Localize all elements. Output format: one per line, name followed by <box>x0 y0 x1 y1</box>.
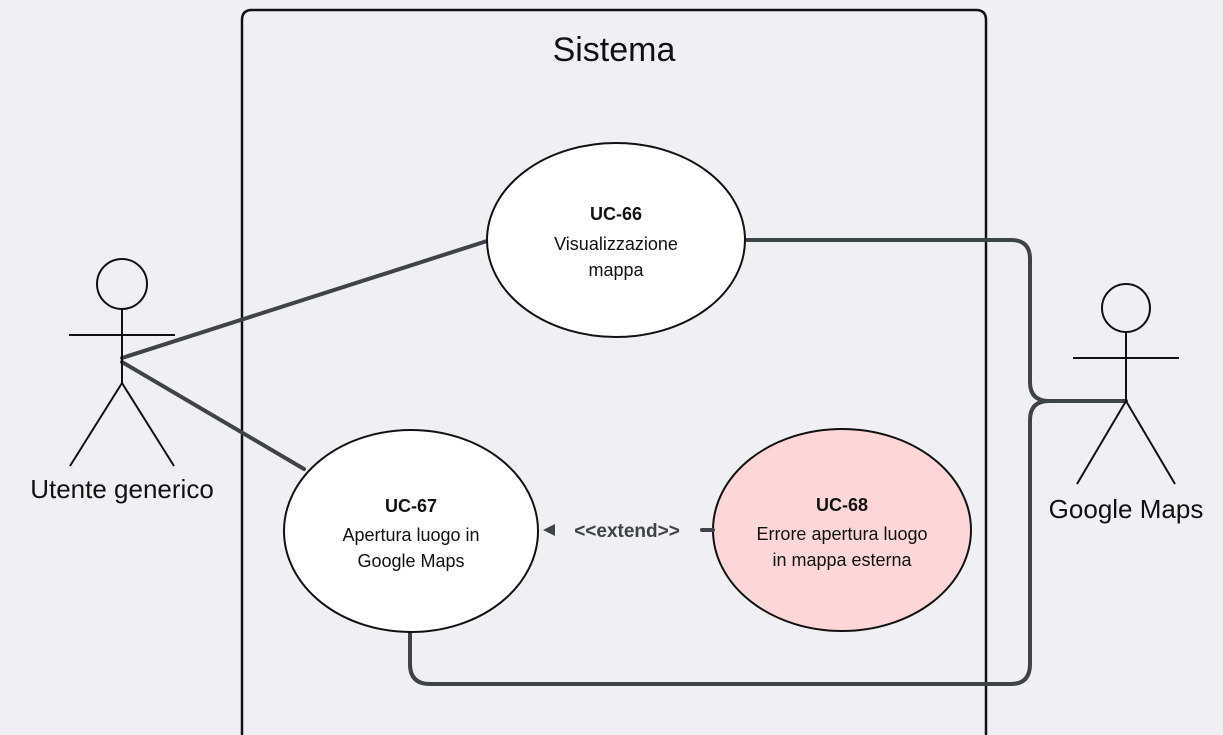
actor-label: Utente generico <box>30 474 214 504</box>
use-case-uc67-line2: Google Maps <box>357 551 464 571</box>
association-utente-uc67 <box>120 360 306 471</box>
use-case-uc68-id: UC-68 <box>816 495 868 515</box>
actor-leg-left <box>1076 400 1127 485</box>
use-case-uc66-line1: Visualizzazione <box>554 234 678 254</box>
use-case-uc66-shape <box>486 142 746 338</box>
extend-relation: <<extend>> <box>543 521 715 542</box>
system-title: Sistema <box>553 31 676 69</box>
actor-label: Google Maps <box>1049 494 1204 524</box>
use-case-uc68[interactable]: UC-68 Errore apertura luogo in mappa est… <box>712 428 972 632</box>
use-case-uc67-line1: Apertura luogo in <box>342 525 479 545</box>
association-uc66-google <box>743 238 1128 403</box>
actor-leg-right <box>1125 400 1176 485</box>
extend-arrowhead-icon <box>543 524 555 536</box>
use-case-uc67[interactable]: UC-67 Apertura luogo in Google Maps <box>283 429 539 633</box>
association-uc67-google <box>408 399 1051 686</box>
use-case-uc66[interactable]: UC-66 Visualizzazione mappa <box>486 142 746 338</box>
actor-utente-generico[interactable]: Utente generico <box>30 258 214 504</box>
actor-google-maps[interactable]: Google Maps <box>1049 283 1204 524</box>
actor-head-icon <box>96 258 148 310</box>
association-utente-uc66 <box>120 239 489 360</box>
actor-leg-right <box>121 382 175 467</box>
use-case-uc68-line2: in mappa esterna <box>772 550 912 570</box>
actor-leg-left <box>69 382 123 467</box>
use-case-uc66-line2: mappa <box>588 260 644 280</box>
use-case-uc66-id: UC-66 <box>590 204 642 224</box>
use-case-uc67-id: UC-67 <box>385 496 437 516</box>
use-case-uc67-shape <box>283 429 539 633</box>
system-boundary <box>240 8 988 735</box>
use-case-uc68-line1: Errore apertura luogo <box>756 524 927 544</box>
extend-label: <<extend>> <box>574 521 680 542</box>
actor-head-icon <box>1101 283 1151 333</box>
